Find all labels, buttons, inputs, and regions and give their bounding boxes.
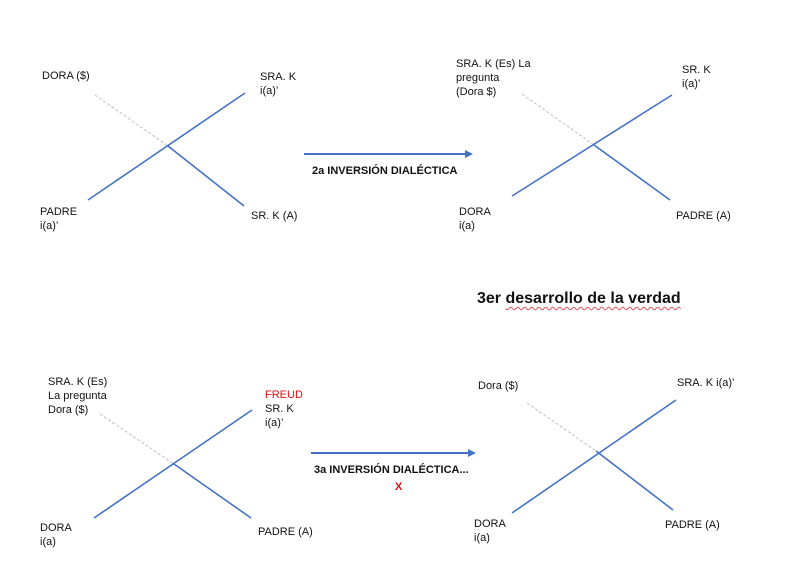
- heading-text-underlined: desarrollo de la verdad: [505, 290, 681, 307]
- arrow2-x-mark: X: [395, 481, 403, 493]
- d1-main-line: [87, 92, 246, 201]
- d2-label-bottom-left: DORA i(a): [459, 206, 491, 232]
- d2-label-top-left: SRA. K (Es) La pregunta (Dora $): [456, 58, 531, 98]
- d3-secondary-line: [173, 463, 252, 519]
- d1-dashed-line: [94, 94, 169, 147]
- d4-dashed-line: [526, 402, 597, 452]
- d3-label-freud: FREUD: [265, 389, 303, 401]
- d1-secondary-line: [167, 145, 245, 207]
- heading-text-plain: 3er: [477, 290, 506, 307]
- d3-dashed-line: [99, 413, 175, 465]
- d1-label-bottom-right: SR. K (A): [251, 210, 298, 222]
- d4-label-top-left: Dora ($): [478, 380, 519, 392]
- d3-label-top-left: SRA. K (Es) La pregunta Dora ($): [48, 376, 108, 416]
- arrow1-label: 2a INVERSIÓN DIALÉCTICA: [312, 165, 458, 177]
- arrow2-head: [468, 449, 476, 457]
- arrow1-head: [465, 150, 473, 158]
- d4-label-bottom-left: DORA i(a): [474, 518, 506, 544]
- section-heading: 3er desarrollo de la verdad: [477, 290, 681, 308]
- d2-label-top-right: SR. K i(a)’: [682, 64, 711, 90]
- d1-label-top-left: DORA ($): [42, 70, 90, 82]
- d4-label-top-right: SRA. K i(a)’: [677, 377, 735, 389]
- d3-label-bottom-left: DORA i(a): [40, 522, 72, 548]
- d4-label-bottom-right: PADRE (A): [665, 519, 720, 531]
- d3-main-line: [93, 409, 253, 519]
- d1-label-bottom-left: PADRE i(a)’: [40, 206, 78, 232]
- d4-main-line: [511, 399, 677, 514]
- d1-label-top-right: SRA. K i(a)’: [260, 71, 297, 97]
- d2-main-line: [511, 94, 673, 197]
- d2-secondary-line: [593, 144, 671, 201]
- d3-label-bottom-right: PADRE (A): [258, 526, 313, 538]
- arrow2-label: 3a INVERSIÓN DIALÉCTICA...: [314, 464, 469, 476]
- d2-label-bottom-right: PADRE (A): [676, 210, 731, 222]
- d3-label-top-right: SR. K i(a)’: [265, 403, 294, 429]
- d2-dashed-line: [521, 93, 595, 146]
- d4-secondary-line: [595, 450, 674, 511]
